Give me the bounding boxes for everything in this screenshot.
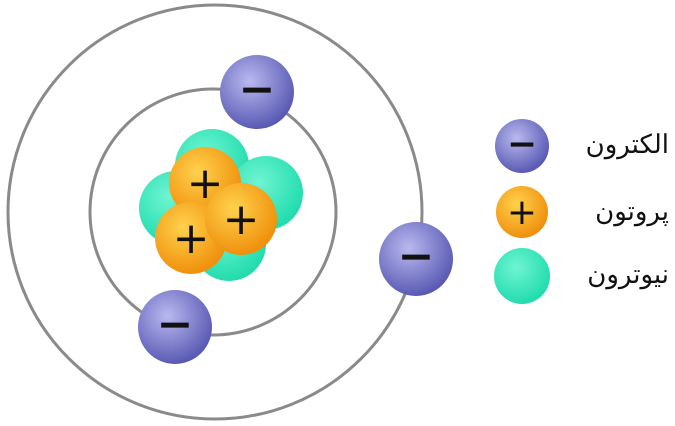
legend-electron-label: الکترون bbox=[586, 130, 669, 160]
legend-neutron-swatch bbox=[494, 248, 550, 304]
nucleus: + + + bbox=[139, 129, 303, 281]
electron-bottom: − bbox=[138, 290, 212, 364]
proton-sign: + bbox=[173, 213, 210, 264]
electron-right: − bbox=[379, 222, 453, 296]
electron-sign: − bbox=[398, 231, 435, 282]
legend-proton-label: پروتون bbox=[595, 197, 669, 227]
legend-proton-swatch: + bbox=[496, 186, 548, 238]
proton-sign: + bbox=[223, 194, 260, 245]
electron-top: − bbox=[220, 55, 294, 129]
electron-sign: − bbox=[157, 299, 194, 350]
legend-electron-swatch: − bbox=[495, 119, 549, 173]
proton-sign: + bbox=[507, 192, 537, 233]
legend-neutron-label: نیوترون bbox=[587, 260, 669, 290]
electron-sign: − bbox=[507, 124, 537, 165]
electron-sign: − bbox=[239, 64, 276, 115]
